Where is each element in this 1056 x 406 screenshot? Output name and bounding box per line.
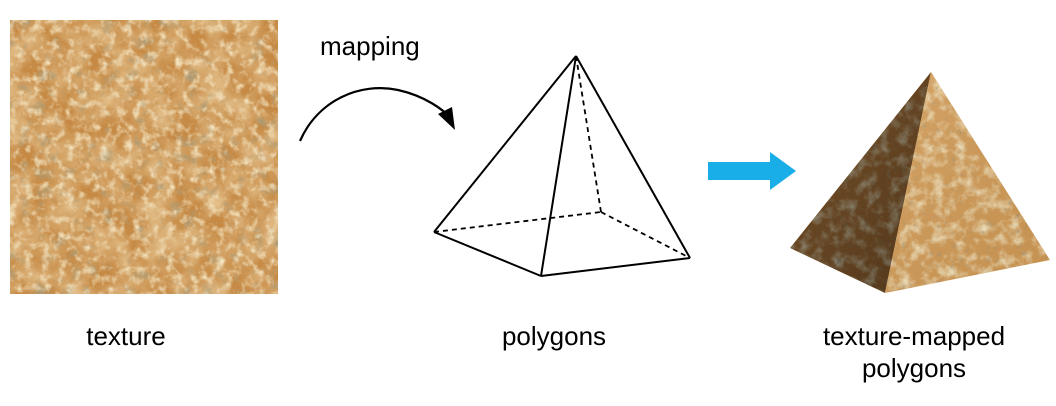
curved-arrow-icon	[298, 87, 455, 142]
right-arrow-icon	[708, 152, 796, 190]
wireframe-pyramid	[433, 55, 691, 277]
mapping-label: mapping	[320, 31, 420, 61]
texture-mapped-label-line1: texture-mapped	[822, 321, 1006, 351]
texture-label: texture	[86, 321, 166, 351]
polygons-label: polygons	[501, 321, 607, 351]
textured-pyramid	[790, 72, 1050, 293]
texture-swatch	[10, 20, 278, 294]
texture-mapped-label-line2: polygons	[861, 353, 967, 383]
